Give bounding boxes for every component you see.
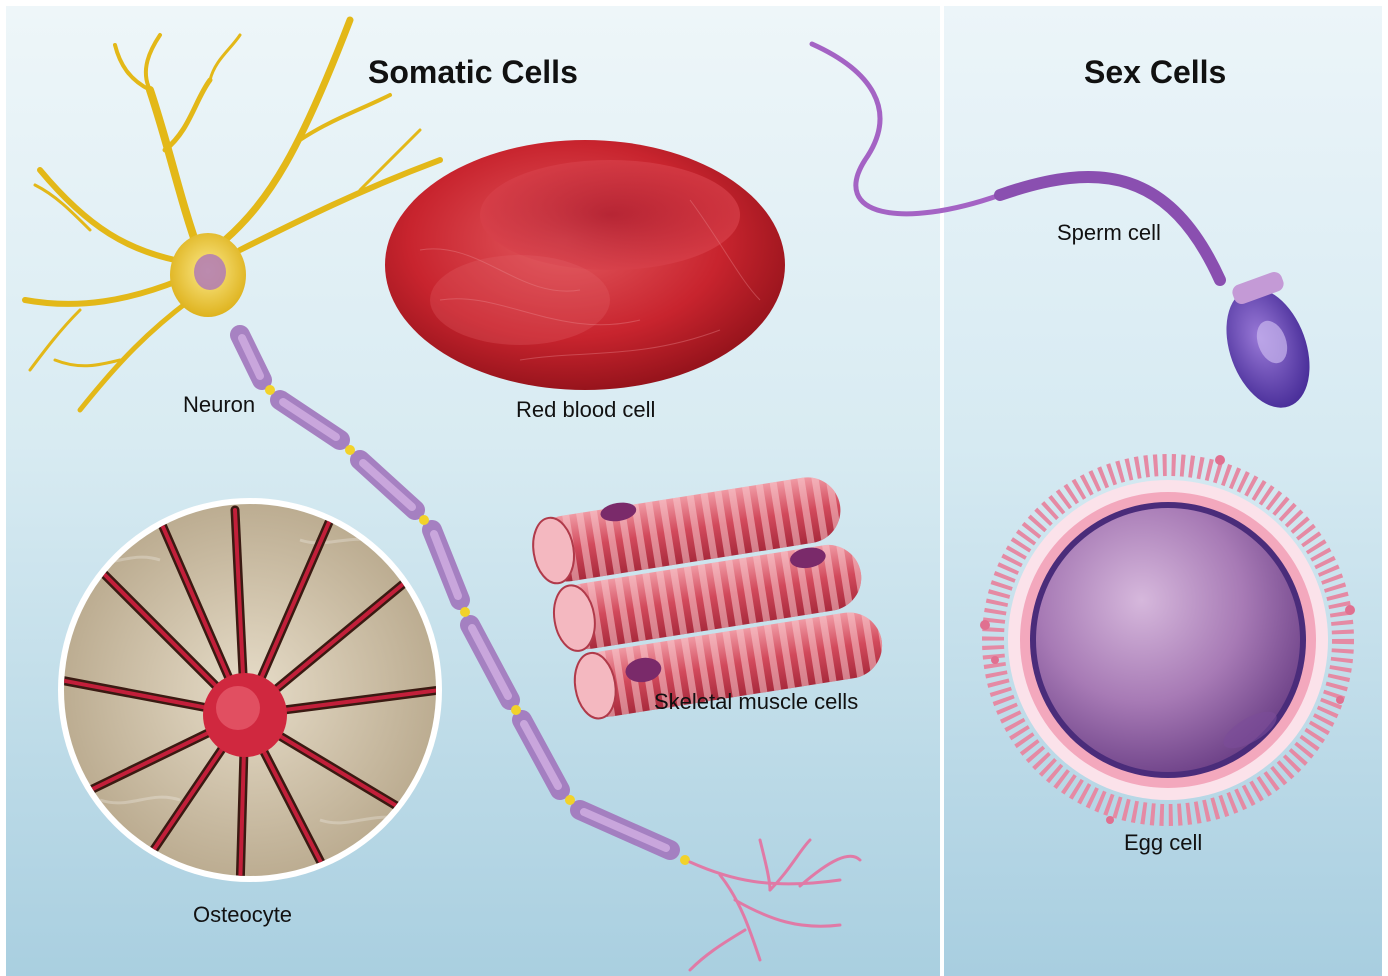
egg-cell-illustration [980, 455, 1355, 824]
red-blood-cell-illustration [385, 140, 785, 390]
egg-cell-label: Egg cell [1124, 830, 1202, 856]
neuron-label: Neuron [183, 392, 255, 418]
red-blood-cell-label: Red blood cell [516, 397, 655, 423]
osteocyte-illustration [58, 498, 442, 890]
skeletal-muscle-label: Skeletal muscle cells [654, 689, 858, 715]
sex-cells-heading: Sex Cells [1084, 54, 1226, 91]
skeletal-muscle-illustration [528, 466, 887, 725]
osteocyte-label: Osteocyte [193, 902, 292, 928]
somatic-cells-heading: Somatic Cells [368, 54, 578, 91]
sperm-cell-label: Sperm cell [1057, 220, 1161, 246]
